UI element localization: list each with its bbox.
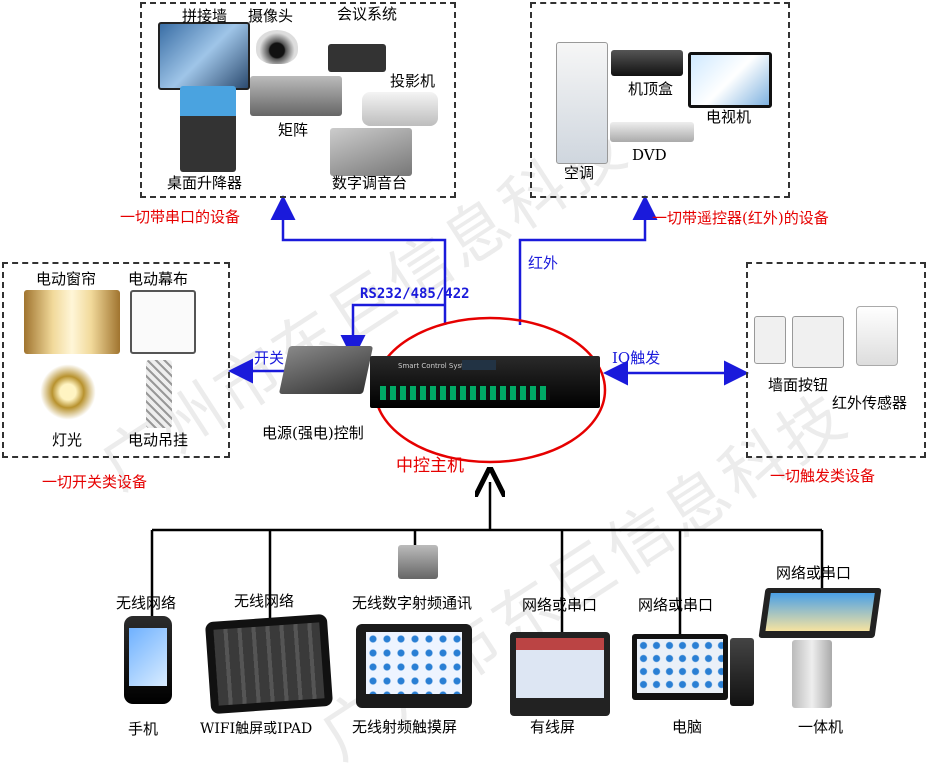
wifi-pad-connection-label: 无线网络 bbox=[234, 592, 295, 610]
tv-label: 电视机 bbox=[706, 108, 752, 126]
curtain-label: 电动窗帘 bbox=[36, 270, 97, 288]
phone-image bbox=[124, 616, 172, 704]
wifi-pad-image bbox=[204, 613, 334, 715]
desktop-lifter-image bbox=[180, 86, 236, 172]
host-ports bbox=[380, 386, 550, 400]
conference-label: 会议系统 bbox=[337, 5, 398, 23]
ir-link-label: 红外 bbox=[528, 254, 559, 272]
wired-screen-image bbox=[510, 632, 610, 716]
curtain-image bbox=[24, 290, 120, 354]
wall-button-label: 墙面按钮 bbox=[768, 376, 829, 394]
camera-image bbox=[256, 30, 298, 64]
camera-label: 摄像头 bbox=[248, 7, 294, 25]
wifi-pad-label: WIFI触屏或IPAD bbox=[200, 721, 313, 737]
central-host-label: 中控主机 bbox=[396, 456, 464, 476]
ac-label: 空调 bbox=[564, 164, 595, 182]
trigger-group-caption: 一切触发类设备 bbox=[770, 467, 876, 485]
mixer-label: 数字调音台 bbox=[332, 174, 408, 192]
host-panel-text: Smart Control System bbox=[398, 362, 476, 370]
trigger-device-group bbox=[746, 262, 926, 458]
switch-group-caption: 一切开关类设备 bbox=[42, 473, 148, 491]
mixer-image bbox=[330, 128, 412, 176]
phone-connection-label: 无线网络 bbox=[116, 594, 177, 612]
screen-label: 电动幕布 bbox=[128, 270, 189, 288]
phone-label: 手机 bbox=[128, 720, 159, 738]
screen-image bbox=[130, 290, 196, 354]
hanger-label: 电动吊挂 bbox=[128, 431, 189, 449]
kiosk-connection-label: 网络或串口 bbox=[776, 564, 852, 582]
power-control-unit bbox=[278, 346, 374, 394]
tv-image bbox=[688, 52, 772, 108]
kiosk-label: 一体机 bbox=[798, 718, 844, 736]
video-wall-image bbox=[158, 22, 250, 90]
pc-tower-image bbox=[730, 638, 754, 706]
ir-sensor-label: 红外传感器 bbox=[832, 394, 908, 412]
hanger-image bbox=[146, 360, 172, 428]
wall-button-image bbox=[792, 316, 844, 368]
dvd-label: DVD bbox=[632, 146, 667, 164]
central-host-unit: Smart Control System bbox=[370, 356, 600, 408]
matrix-image bbox=[250, 76, 342, 116]
light-image bbox=[40, 364, 96, 420]
switch-device-group bbox=[2, 262, 230, 458]
projector-image bbox=[362, 92, 438, 126]
ir-device-group bbox=[530, 2, 790, 198]
video-wall-label: 拼接墙 bbox=[182, 7, 228, 25]
rs232-link-label: RS232/485/422 bbox=[360, 286, 470, 302]
kiosk-image bbox=[758, 588, 882, 638]
pc-label: 电脑 bbox=[672, 718, 703, 736]
host-display bbox=[462, 360, 496, 370]
kiosk-stand-image bbox=[792, 640, 832, 708]
switch-link-label: 开关 bbox=[254, 349, 285, 367]
stb-label: 机顶盒 bbox=[628, 80, 674, 98]
light-label: 灯光 bbox=[52, 431, 83, 449]
set-top-box-image bbox=[611, 50, 683, 76]
pc-connection-label: 网络或串口 bbox=[638, 596, 714, 614]
conference-system-image bbox=[328, 44, 386, 72]
air-conditioner-image bbox=[556, 42, 608, 164]
pc-monitor-image bbox=[632, 634, 728, 700]
rf-pad-label: 无线射频触摸屏 bbox=[352, 718, 458, 736]
rf-pad-connection-label: 无线数字射频通讯 bbox=[352, 594, 473, 612]
projector-label: 投影机 bbox=[390, 72, 436, 90]
rf-antenna-image bbox=[398, 545, 438, 579]
wired-screen-label: 有线屏 bbox=[530, 718, 576, 736]
rf-pad-image bbox=[356, 624, 472, 708]
matrix-label: 矩阵 bbox=[278, 121, 309, 139]
power-control-label: 电源(强电)控制 bbox=[262, 424, 364, 442]
ir-sensor-image bbox=[856, 306, 898, 366]
serial-group-caption: 一切带串口的设备 bbox=[120, 208, 241, 226]
wall-button-image bbox=[754, 316, 786, 364]
desktop-lifter-label: 桌面升降器 bbox=[167, 174, 243, 192]
serial-device-group bbox=[140, 2, 456, 198]
wired-connection-label: 网络或串口 bbox=[522, 596, 598, 614]
io-link-label: IO触发 bbox=[612, 349, 661, 367]
dvd-image bbox=[610, 122, 694, 142]
ir-group-caption: 一切带遥控器(红外)的设备 bbox=[652, 209, 829, 227]
